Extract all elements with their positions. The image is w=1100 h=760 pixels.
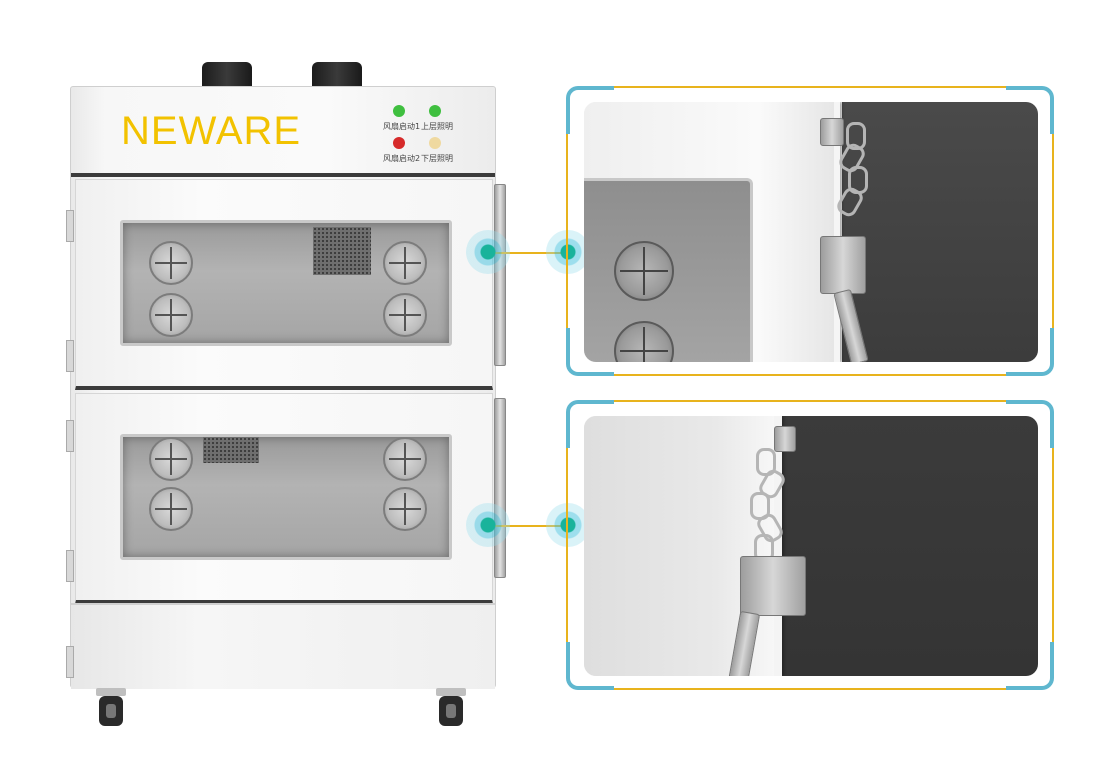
cabinet-base xyxy=(71,603,495,689)
latch-plate xyxy=(740,556,806,616)
indicator-label-upper-light: 上层照明 xyxy=(421,122,453,131)
viewing-window xyxy=(584,178,753,362)
exhaust-duct-left xyxy=(202,62,252,88)
indicator-label-lower-light: 下层照明 xyxy=(421,154,453,163)
cable-port xyxy=(383,293,427,337)
cable-port xyxy=(149,487,193,531)
safety-chain-link xyxy=(848,166,868,194)
vent-mesh xyxy=(313,227,371,275)
chamber-interior xyxy=(842,102,1038,362)
connector-line-upper xyxy=(490,252,568,254)
lower-viewing-window xyxy=(120,434,452,560)
lower-door-lock-detail xyxy=(566,400,1054,690)
connector-line-lower xyxy=(490,525,568,527)
indicator-label-fan2: 风扇启动2 xyxy=(383,154,421,163)
exhaust-duct-right xyxy=(312,62,362,88)
cable-port xyxy=(149,437,193,481)
upper-door-lock-detail xyxy=(566,86,1054,376)
cable-port xyxy=(614,241,674,301)
safety-chain-link xyxy=(756,448,776,476)
indicator-light-upper-light xyxy=(429,105,441,117)
upper-viewing-window xyxy=(120,220,452,346)
lower-door-latch-handle[interactable] xyxy=(494,398,506,578)
hotspot-upper-detail[interactable] xyxy=(546,230,590,274)
cable-port xyxy=(383,437,427,481)
indicator-light-fan2 xyxy=(393,137,405,149)
upper-chamber-door[interactable] xyxy=(75,179,493,390)
caster-wheel xyxy=(434,688,468,728)
caster-wheel xyxy=(94,688,128,728)
door-edge xyxy=(584,102,840,362)
test-chamber-cabinet: NEWARE 风扇启动1 上层照明 风扇启动2 下层照明 xyxy=(70,86,496,689)
brand-logo: NEWARE xyxy=(121,109,302,153)
hotspot-upper-latch[interactable] xyxy=(466,230,510,274)
upper-door-latch-handle[interactable] xyxy=(494,184,506,366)
detail-photo-lower xyxy=(584,416,1038,676)
door-hinge xyxy=(66,420,74,452)
hotspot-lower-latch[interactable] xyxy=(466,503,510,547)
cable-port xyxy=(383,241,427,285)
door-hinge xyxy=(66,550,74,582)
cable-port xyxy=(383,487,427,531)
indicator-light-lower-light xyxy=(429,137,441,149)
control-panel: NEWARE 风扇启动1 上层照明 风扇启动2 下层照明 xyxy=(71,87,495,177)
latch-plate xyxy=(820,236,866,294)
chain-anchor-plate xyxy=(774,426,796,452)
chamber-interior xyxy=(774,416,1038,676)
safety-chain-link xyxy=(750,492,770,520)
detail-photo-upper xyxy=(584,102,1038,362)
safety-chain-link xyxy=(846,122,866,150)
indicator-label-fan1: 风扇启动1 xyxy=(383,122,421,131)
chain-anchor-plate xyxy=(820,118,844,146)
door-hinge xyxy=(66,210,74,242)
lower-chamber-door[interactable] xyxy=(75,393,493,604)
cable-port xyxy=(614,321,674,362)
vent-mesh xyxy=(203,437,259,463)
cable-port xyxy=(149,241,193,285)
hotspot-lower-detail[interactable] xyxy=(546,503,590,547)
cable-port xyxy=(149,293,193,337)
door-hinge xyxy=(66,646,74,678)
door-hinge xyxy=(66,340,74,372)
indicator-light-fan1 xyxy=(393,105,405,117)
